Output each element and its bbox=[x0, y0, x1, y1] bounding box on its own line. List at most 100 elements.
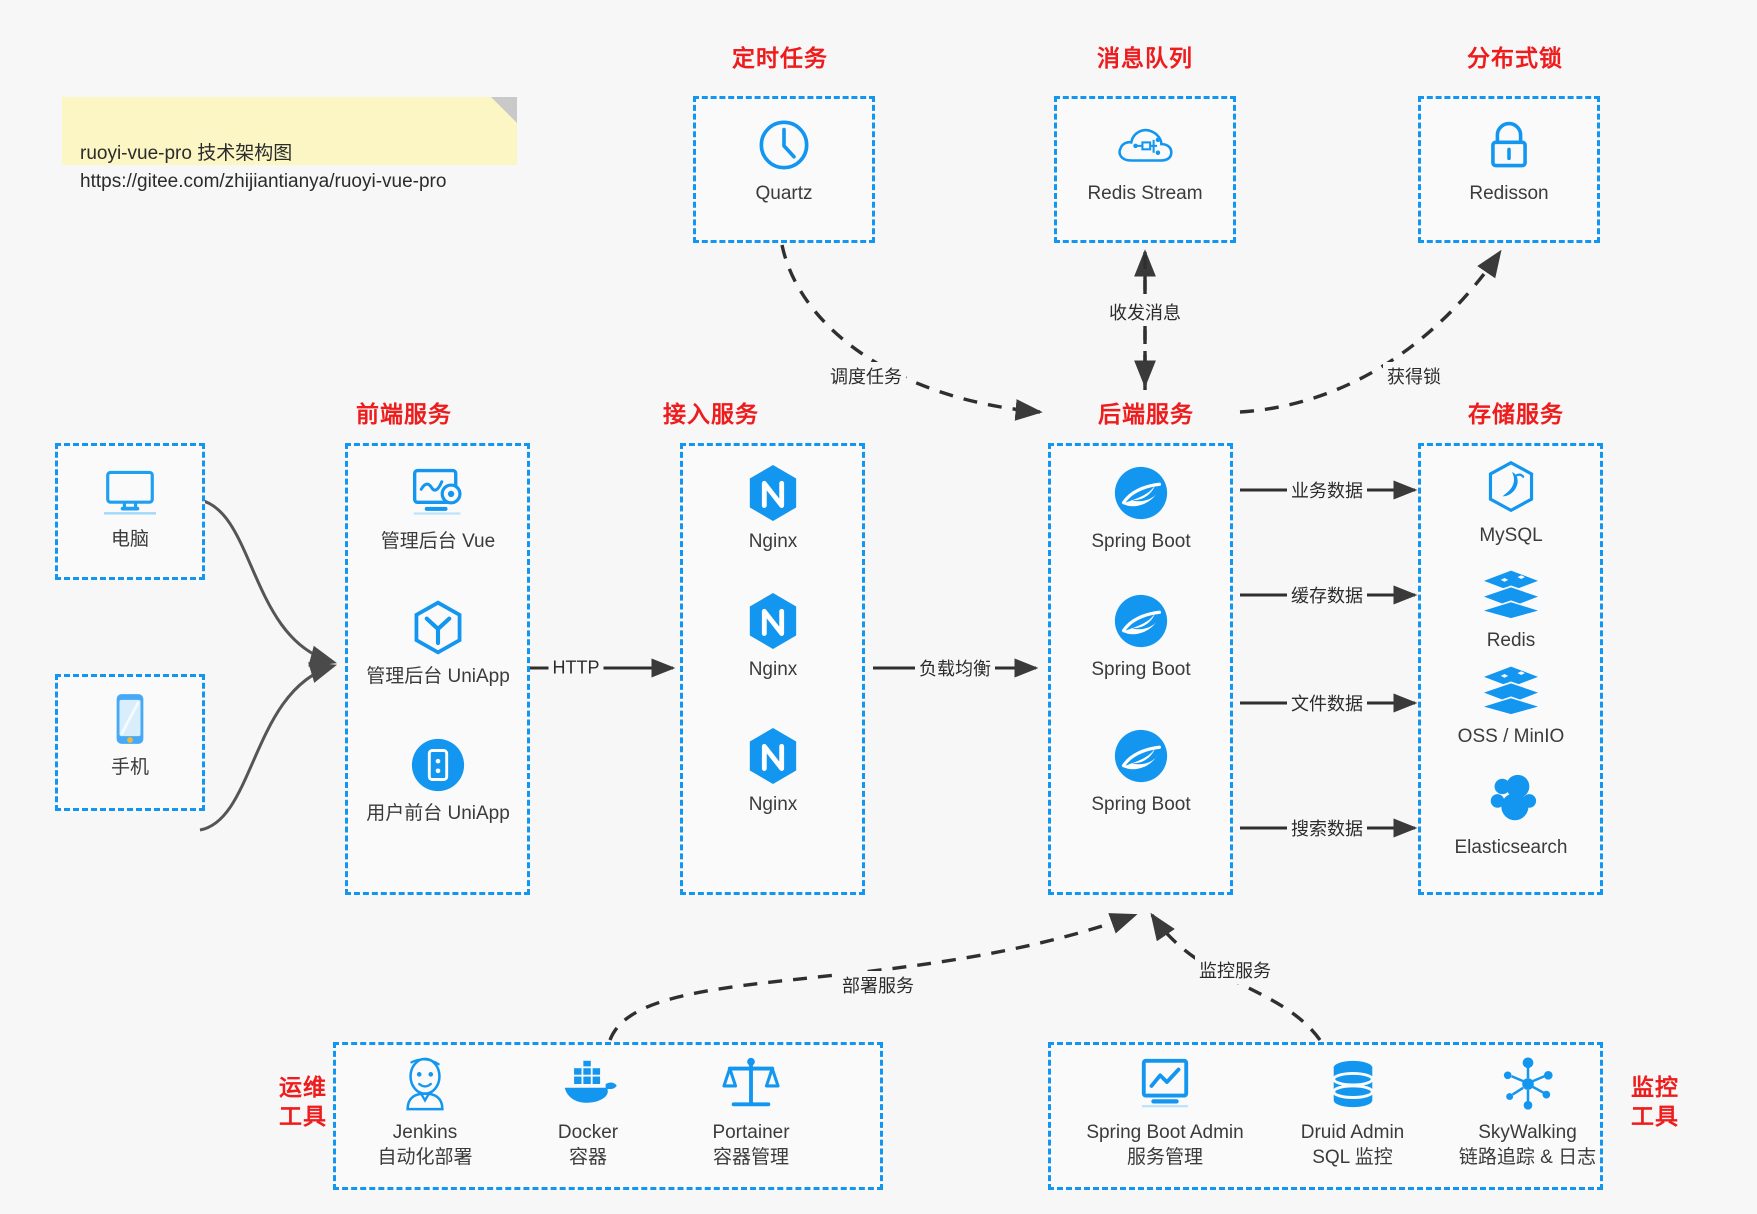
node-jenkins[interactable]: Jenkins 自动化部署 bbox=[340, 1053, 510, 1170]
node-label: Redis bbox=[1486, 630, 1536, 651]
node-label: Quartz bbox=[755, 183, 813, 204]
node-label: Nginx bbox=[748, 531, 798, 552]
node-label: SkyWalking 链路追踪 & 日志 bbox=[1458, 1122, 1597, 1168]
node-label: 用户前台 UniApp bbox=[366, 803, 510, 824]
node-desktop[interactable]: 电脑 bbox=[45, 460, 215, 553]
node-redis[interactable]: Redis bbox=[1426, 561, 1596, 654]
edge-label-cache-data: 缓存数据 bbox=[1287, 581, 1367, 609]
edge-label-monitor-service: 监控服务 bbox=[1195, 956, 1275, 984]
node-label: Jenkins 自动化部署 bbox=[377, 1122, 473, 1168]
spring-leaf-icon bbox=[1056, 590, 1226, 652]
group-box-monitoring bbox=[1048, 1042, 1603, 1190]
edge-label-search-data: 搜索数据 bbox=[1287, 814, 1367, 842]
scales-icon bbox=[666, 1053, 836, 1115]
edge-label-acquire-lock: 获得锁 bbox=[1383, 362, 1445, 390]
spring-leaf-icon bbox=[1056, 725, 1226, 787]
group-title-backend: 后端服务 bbox=[1098, 401, 1194, 427]
skywalking-icon bbox=[1440, 1053, 1615, 1115]
node-mobile[interactable]: 手机 bbox=[45, 688, 215, 781]
node-label: Redisson bbox=[1469, 183, 1549, 204]
edge-label-file-data: 文件数据 bbox=[1287, 689, 1367, 717]
node-label: Nginx bbox=[748, 794, 798, 815]
group-box-storage bbox=[1418, 443, 1603, 895]
mysql-dolphin-icon bbox=[1426, 456, 1596, 518]
node-label: 电脑 bbox=[110, 529, 149, 550]
group-title-distributed-lock: 分布式锁 bbox=[1467, 45, 1563, 71]
nginx-icon bbox=[688, 590, 858, 652]
node-label: Spring Boot bbox=[1091, 794, 1191, 815]
group-box-scheduler bbox=[693, 96, 875, 243]
node-spring-boot-3[interactable]: Spring Boot bbox=[1056, 725, 1226, 818]
group-box-client-desktop bbox=[55, 443, 205, 580]
node-label: 手机 bbox=[110, 757, 149, 778]
node-skywalking[interactable]: SkyWalking 链路追踪 & 日志 bbox=[1440, 1053, 1615, 1170]
mobile-icon bbox=[45, 688, 215, 750]
node-admin-uniapp[interactable]: 管理后台 UniApp bbox=[353, 597, 523, 690]
dashboard-gear-icon bbox=[353, 462, 523, 524]
app-circle-icon bbox=[353, 734, 523, 796]
node-label: MySQL bbox=[1479, 525, 1543, 546]
elasticsearch-icon bbox=[1426, 768, 1596, 830]
group-box-devops bbox=[333, 1042, 883, 1190]
node-admin-vue[interactable]: 管理后台 Vue bbox=[353, 462, 523, 555]
node-mysql[interactable]: MySQL bbox=[1426, 456, 1596, 549]
lock-icon bbox=[1424, 114, 1594, 176]
node-label: Portainer 容器管理 bbox=[712, 1122, 790, 1168]
group-box-distributed-lock bbox=[1418, 96, 1600, 243]
node-label: Spring Boot bbox=[1091, 531, 1191, 552]
node-nginx-3[interactable]: Nginx bbox=[688, 725, 858, 818]
group-title-frontend: 前端服务 bbox=[356, 401, 452, 427]
sticky-note-text: ruoyi-vue-pro 技术架构图 https://gitee.com/zh… bbox=[80, 142, 447, 193]
node-label: Docker 容器 bbox=[557, 1122, 619, 1168]
sticky-note: ruoyi-vue-pro 技术架构图 https://gitee.com/zh… bbox=[62, 97, 517, 192]
node-quartz[interactable]: Quartz bbox=[699, 114, 869, 207]
edge-label-send-receive-message: 收发消息 bbox=[1105, 298, 1185, 326]
node-elasticsearch[interactable]: Elasticsearch bbox=[1426, 768, 1596, 861]
edge-label-schedule-task: 调度任务 bbox=[826, 362, 906, 390]
node-label: OSS / MinIO bbox=[1457, 726, 1565, 747]
redis-stack-icon bbox=[1426, 561, 1596, 623]
group-title-gateway: 接入服务 bbox=[663, 401, 759, 427]
node-user-uniapp[interactable]: 用户前台 UniApp bbox=[353, 734, 523, 827]
node-docker[interactable]: Docker 容器 bbox=[503, 1053, 673, 1170]
group-title-devops: 运维 工具 bbox=[279, 1074, 327, 1129]
node-spring-boot-admin[interactable]: Spring Boot Admin 服务管理 bbox=[1065, 1053, 1265, 1170]
node-label: Spring Boot bbox=[1091, 659, 1191, 680]
edge-label-deploy-service: 部署服务 bbox=[838, 971, 918, 999]
cube-icon bbox=[353, 597, 523, 659]
nginx-icon bbox=[688, 462, 858, 524]
node-oss-minio[interactable]: OSS / MinIO bbox=[1426, 657, 1596, 750]
nginx-icon bbox=[688, 725, 858, 787]
cloud-stream-icon bbox=[1060, 114, 1230, 176]
node-spring-boot-2[interactable]: Spring Boot bbox=[1056, 590, 1226, 683]
group-title-message-queue: 消息队列 bbox=[1097, 45, 1193, 71]
node-druid-admin[interactable]: Druid Admin SQL 监控 bbox=[1265, 1053, 1440, 1170]
redis-stack-icon bbox=[1426, 657, 1596, 719]
desktop-icon bbox=[45, 460, 215, 522]
clock-icon bbox=[699, 114, 869, 176]
node-label: Spring Boot Admin 服务管理 bbox=[1086, 1122, 1244, 1168]
node-portainer[interactable]: Portainer 容器管理 bbox=[666, 1053, 836, 1170]
node-redisson[interactable]: Redisson bbox=[1424, 114, 1594, 207]
group-box-backend bbox=[1048, 443, 1233, 895]
node-redis-stream[interactable]: Redis Stream bbox=[1060, 114, 1230, 207]
database-icon bbox=[1265, 1053, 1440, 1115]
monitor-chart-icon bbox=[1065, 1053, 1265, 1115]
node-label: Elasticsearch bbox=[1454, 837, 1568, 858]
node-label: 管理后台 UniApp bbox=[366, 666, 510, 687]
node-nginx-1[interactable]: Nginx bbox=[688, 462, 858, 555]
spring-leaf-icon bbox=[1056, 462, 1226, 524]
node-label: 管理后台 Vue bbox=[380, 531, 496, 552]
edge-label-http: HTTP bbox=[548, 656, 604, 680]
node-nginx-2[interactable]: Nginx bbox=[688, 590, 858, 683]
edge-label-load-balance: 负载均衡 bbox=[915, 654, 995, 682]
jenkins-butler-icon bbox=[340, 1053, 510, 1115]
node-spring-boot-1[interactable]: Spring Boot bbox=[1056, 462, 1226, 555]
edge-label-business-data: 业务数据 bbox=[1287, 476, 1367, 504]
node-label: Druid Admin SQL 监控 bbox=[1300, 1122, 1405, 1168]
node-label: Nginx bbox=[748, 659, 798, 680]
group-title-monitoring: 监控 工具 bbox=[1631, 1074, 1679, 1129]
docker-whale-icon bbox=[503, 1053, 673, 1115]
node-label: Redis Stream bbox=[1087, 183, 1203, 204]
group-title-storage: 存储服务 bbox=[1468, 401, 1564, 427]
